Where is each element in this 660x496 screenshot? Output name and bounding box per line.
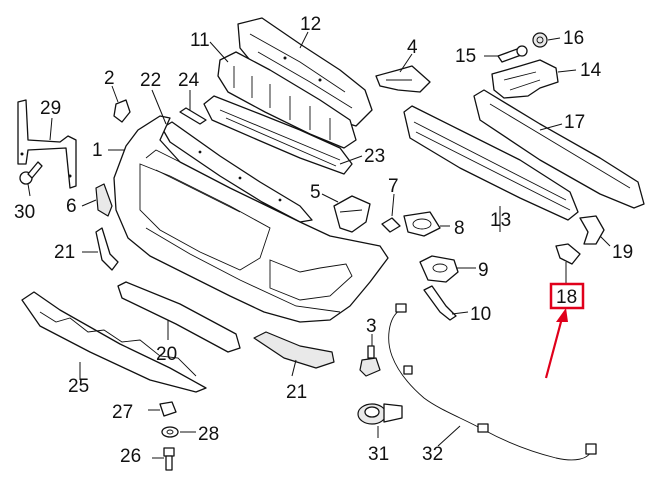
part-15-screw — [497, 45, 528, 63]
callout-17: 17 — [564, 112, 585, 133]
callout-14: 14 — [580, 60, 602, 81]
callout-1: 1 — [92, 140, 103, 161]
part-4-bracket — [375, 65, 431, 93]
callout-22: 22 — [140, 70, 161, 91]
leader-lines — [27, 31, 611, 459]
callout-28: 28 — [198, 424, 219, 445]
callout-23: 23 — [364, 146, 385, 167]
callout-13: 13 — [490, 210, 511, 231]
part-21-right-trim — [253, 331, 335, 369]
part-5-bracket — [333, 195, 371, 233]
part-9-sensor-bracket — [419, 255, 459, 283]
callout-26: 26 — [120, 446, 141, 467]
part-1-bumper-cover — [113, 115, 389, 323]
callout-32: 32 — [422, 444, 443, 465]
callout-9: 9 — [478, 260, 489, 281]
callout-2: 2 — [104, 68, 115, 89]
callout-15: 15 — [455, 46, 476, 67]
part-21-left-trim — [95, 227, 119, 271]
callout-27: 27 — [112, 402, 133, 423]
part-22-upper-trim — [161, 121, 313, 223]
callout-21-right: 21 — [286, 382, 307, 403]
part-3-sensor — [359, 345, 381, 377]
part-8-housing — [403, 211, 441, 237]
callout-24: 24 — [178, 70, 200, 91]
callout-5: 5 — [310, 182, 321, 203]
callout-21-left: 21 — [54, 242, 75, 263]
part-29-bracket — [17, 99, 77, 189]
callout-29: 29 — [40, 98, 61, 119]
part-19-bracket — [579, 215, 605, 245]
part-27-clip — [159, 401, 177, 417]
callout-6: 6 — [66, 196, 77, 217]
callout-12: 12 — [300, 14, 321, 35]
callout-16: 16 — [563, 28, 584, 49]
callout-11: 11 — [190, 30, 210, 51]
callout-31: 31 — [368, 444, 389, 465]
part-2-clip — [113, 99, 131, 123]
part-30-screw — [19, 161, 43, 185]
part-31-sensor-housing — [357, 403, 403, 425]
callout-20: 20 — [156, 344, 177, 365]
part-14-side-bracket — [491, 59, 559, 99]
part-23-lower-grille — [203, 95, 353, 175]
part-17-side-absorber — [473, 89, 645, 209]
part-28-washer — [161, 426, 179, 438]
part-13-reinforcement — [403, 105, 579, 221]
callout-labels: 12 11 4 15 16 14 2 22 24 29 1 23 17 30 6… — [14, 14, 633, 467]
callout-18: 18 — [556, 287, 577, 308]
callout-19: 19 — [612, 242, 633, 263]
part-7-cap — [381, 217, 401, 233]
part-25-spoiler — [21, 291, 207, 393]
part-10-wire — [423, 285, 457, 321]
part-6-reflector — [95, 183, 113, 217]
part-11-energy-absorber — [217, 51, 357, 149]
callout-8: 8 — [454, 218, 465, 239]
highlight-part-18 — [544, 282, 585, 379]
part-20-lower-strip — [117, 281, 241, 353]
callout-4: 4 — [407, 37, 418, 58]
part-32-wiring-harness — [388, 303, 597, 461]
part-18-bracket — [555, 243, 581, 265]
part-24-strip — [179, 107, 207, 125]
callout-25: 25 — [68, 376, 89, 397]
part-16-nut — [532, 32, 548, 48]
part-26-screw — [163, 447, 175, 471]
callout-10: 10 — [470, 304, 491, 325]
callout-3: 3 — [366, 316, 377, 337]
callout-30: 30 — [14, 202, 35, 223]
callout-7: 7 — [388, 176, 399, 197]
